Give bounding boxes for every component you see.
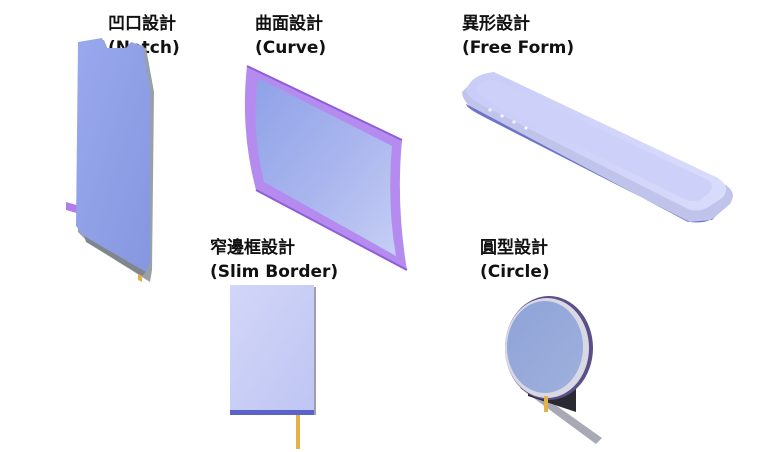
slim-border-design-title-en: (Slim Border) [210, 262, 339, 282]
free-form-display-illustration [462, 72, 733, 223]
free-form-design-title-en: (Free Form) [462, 38, 575, 58]
slim-border-design-title-zh: 窄邊框設計 [210, 238, 295, 258]
circle-display-illustration [505, 296, 602, 444]
curve-display-illustration [244, 65, 408, 271]
slim-border-design-label: 窄邊框設計 (Slim Border) [210, 236, 338, 284]
free-form-design-label: 異形設計 (Free Form) [462, 12, 574, 60]
circle-design-title-zh: 圓型設計 [480, 238, 548, 258]
curve-design-label: 曲面設計 (Curve) [255, 12, 326, 60]
circle-design-label: 圓型設計 (Circle) [480, 236, 550, 284]
free-form-design-title-zh: 異形設計 [462, 14, 530, 34]
curve-design-title-zh: 曲面設計 [255, 14, 323, 34]
notch-design-title-zh: 凹口設計 [108, 14, 176, 34]
notch-display-illustration [66, 38, 154, 282]
curve-design-title-en: (Curve) [255, 38, 327, 58]
slim-border-display-illustration [230, 285, 316, 449]
circle-design-title-en: (Circle) [480, 262, 550, 282]
